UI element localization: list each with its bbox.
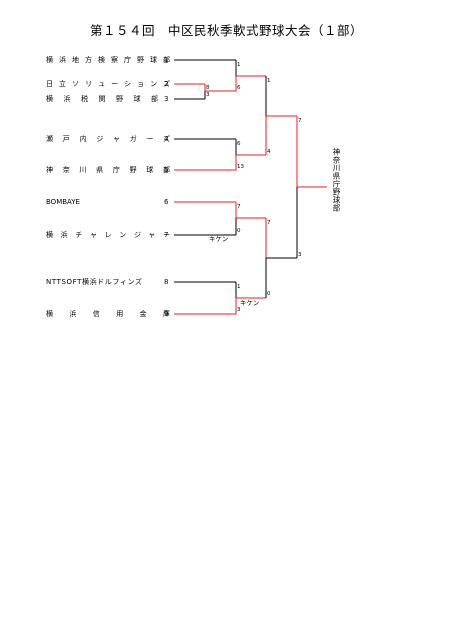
team-seed-9: 9 (164, 310, 169, 318)
score-r1-a-top: 8 (206, 85, 210, 91)
team-name-2: 日立ソリューションズ (46, 80, 170, 88)
team-name-8: NTTSOFT横浜ドルフィンズ (46, 278, 143, 286)
score-r2-d-bottom: 3 (237, 307, 241, 313)
score-r1-a-bottom: 3 (206, 92, 210, 98)
score-final-top: 7 (298, 118, 302, 124)
team-name-6: BOMBAYE (46, 198, 80, 206)
forfeit-note-d: キケン (240, 299, 260, 307)
score-r2-a-top: 1 (237, 62, 241, 68)
score-semi-b-top: 7 (267, 220, 271, 226)
team-seed-2: 2 (164, 80, 169, 88)
score-final-bottom: 3 (298, 252, 302, 258)
team-seed-3: 3 (164, 95, 169, 103)
page-title: 第１５４回 中区民秋季軟式野球大会（１部） (89, 23, 363, 38)
team-name-5: 神奈川県庁野球部 (46, 166, 170, 174)
team-name-3: 横浜税関野球部 (46, 95, 158, 103)
score-r2-d-top: 1 (237, 284, 241, 290)
team-seed-1: 1 (164, 56, 169, 64)
score-r2-b-top: 6 (237, 141, 241, 147)
score-r2-c-bottom: 0 (237, 228, 241, 234)
team-seed-4: 4 (164, 135, 169, 143)
team-seed-5: 5 (164, 166, 169, 174)
team-name-1: 横浜地方検察庁野球部 (46, 56, 170, 64)
team-seed-8: 8 (164, 278, 169, 286)
team-seed-6: 6 (164, 198, 169, 206)
score-r2-a-bottom: 6 (237, 85, 241, 91)
champion-name: 神奈川県庁野球部 (332, 148, 341, 212)
forfeit-note-c: キケン (209, 235, 229, 243)
score-semi-a-bottom: 4 (267, 149, 271, 155)
score-semi-b-bottom: 0 (267, 291, 271, 297)
team-name-7: 横浜チャレンジャー (46, 231, 170, 239)
score-semi-a-top: 1 (267, 78, 271, 84)
team-seed-7: 7 (164, 231, 169, 239)
score-r2-b-bottom: 13 (237, 164, 244, 170)
team-name-9: 横浜信用金庫 (46, 310, 170, 318)
team-name-4: 瀬戸内ジャガーズ (46, 135, 170, 143)
score-r2-c-top: 7 (237, 204, 241, 210)
